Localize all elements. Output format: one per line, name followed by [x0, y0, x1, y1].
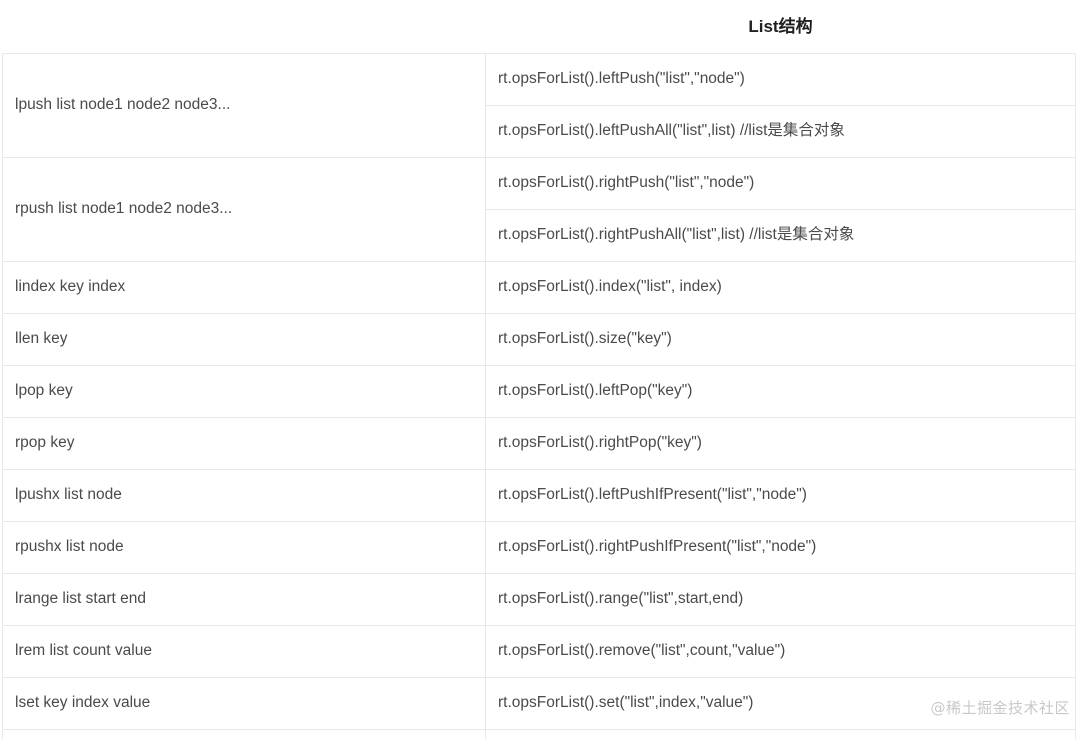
- header-blank-cell: [2, 1, 486, 54]
- api-cell: rt.opsForList().range("list",start,end): [485, 573, 1076, 626]
- table-row: lpush list node1 node2 node3...rt.opsFor…: [2, 53, 1076, 158]
- command-cell: rpush list node1 node2 node3...: [2, 157, 486, 262]
- command-cell: lpushx list node: [2, 469, 486, 522]
- api-cell: rt.opsForList().leftPop("key"): [485, 365, 1076, 418]
- table-row-partial: [2, 729, 1076, 740]
- api-cell: rt.opsForList().remove("list",count,"val…: [485, 625, 1076, 678]
- command-cell: [2, 729, 486, 740]
- api-cell: rt.opsForList().leftPushAll("list",list)…: [485, 105, 1076, 158]
- api-cell: rt.opsForList().leftPushIfPresent("list"…: [485, 469, 1076, 522]
- table-title: List结构: [485, 1, 1076, 54]
- table-row: rpush list node1 node2 node3...rt.opsFor…: [2, 157, 1076, 262]
- api-cell: rt.opsForList().size("key"): [485, 313, 1076, 366]
- api-cell: rt.opsForList().rightPop("key"): [485, 417, 1076, 470]
- api-cell: rt.opsForList().leftPush("list","node"): [485, 53, 1076, 106]
- command-cell: rpop key: [2, 417, 486, 470]
- table-row: rt.opsForList().rightPushAll("list",list…: [3, 209, 1076, 262]
- api-cell: rt.opsForList().rightPushIfPresent("list…: [485, 521, 1076, 574]
- api-cell: [485, 729, 1076, 740]
- table-body: lpush list node1 node2 node3...rt.opsFor…: [2, 53, 1076, 740]
- command-cell: lrem list count value: [2, 625, 486, 678]
- api-cell: rt.opsForList().rightPush("list","node"): [485, 157, 1076, 210]
- table-row: rt.opsForList().leftPushAll("list",list)…: [3, 105, 1076, 158]
- command-cell: lpush list node1 node2 node3...: [2, 53, 486, 158]
- api-cell: rt.opsForList().index("list", index): [485, 261, 1076, 314]
- command-cell: lrange list start end: [2, 573, 486, 626]
- api-cell: rt.opsForList().set("list",index,"value"…: [485, 677, 1076, 730]
- command-cell: llen key: [2, 313, 486, 366]
- api-cell: rt.opsForList().rightPushAll("list",list…: [485, 209, 1076, 262]
- command-cell: rpushx list node: [2, 521, 486, 574]
- command-cell: lpop key: [2, 365, 486, 418]
- command-cell: lindex key index: [2, 261, 486, 314]
- table-header: List结构: [2, 1, 1076, 54]
- table-header-row: List结构: [2, 1, 1076, 54]
- command-cell: lset key index value: [2, 677, 486, 730]
